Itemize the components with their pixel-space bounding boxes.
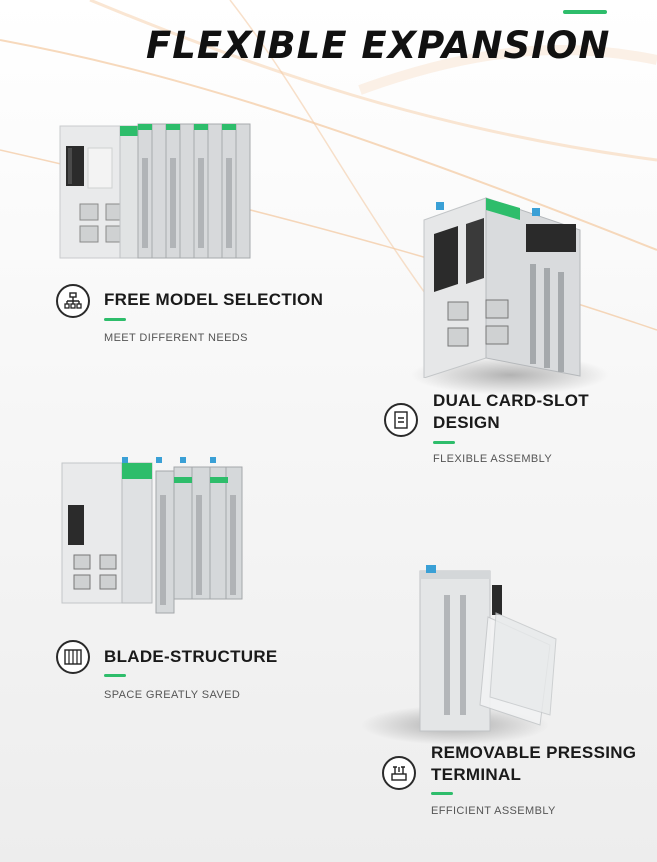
title-accent-bar (563, 10, 607, 14)
page-title: FLEXIBLE EXPANSION (146, 24, 611, 67)
feature-subtitle: EFFICIENT ASSEMBLY (431, 805, 556, 817)
feature-subtitle: MEET DIFFERENT NEEDS (104, 332, 248, 344)
network-icon (56, 284, 90, 318)
product-image-removable-terminal (410, 565, 560, 735)
blade-icon (56, 640, 90, 674)
feature-accent-bar (104, 318, 126, 321)
product-image-blade-structure (60, 455, 245, 615)
feature-heading-free-model-selection: FREE MODEL SELECTION (104, 290, 324, 309)
product-image-controller-modules (58, 118, 252, 264)
card-slot-icon (384, 403, 418, 437)
feature-subtitle: SPACE GREATLY SAVED (104, 689, 241, 701)
feature-accent-bar (431, 792, 453, 795)
feature-heading-removable-pressing-terminal: REMOVABLE PRESSING TERMINAL (431, 743, 637, 784)
product-image-dual-card-slot (410, 188, 588, 379)
feature-accent-bar (104, 674, 126, 677)
feature-subtitle: FLEXIBLE ASSEMBLY (433, 453, 553, 465)
terminal-icon (382, 756, 416, 790)
feature-heading-dual-card-slot: DUAL CARD-SLOT DESIGN (433, 391, 589, 432)
feature-heading-blade-structure: BLADE-STRUCTURE (104, 647, 278, 666)
feature-accent-bar (433, 441, 455, 444)
